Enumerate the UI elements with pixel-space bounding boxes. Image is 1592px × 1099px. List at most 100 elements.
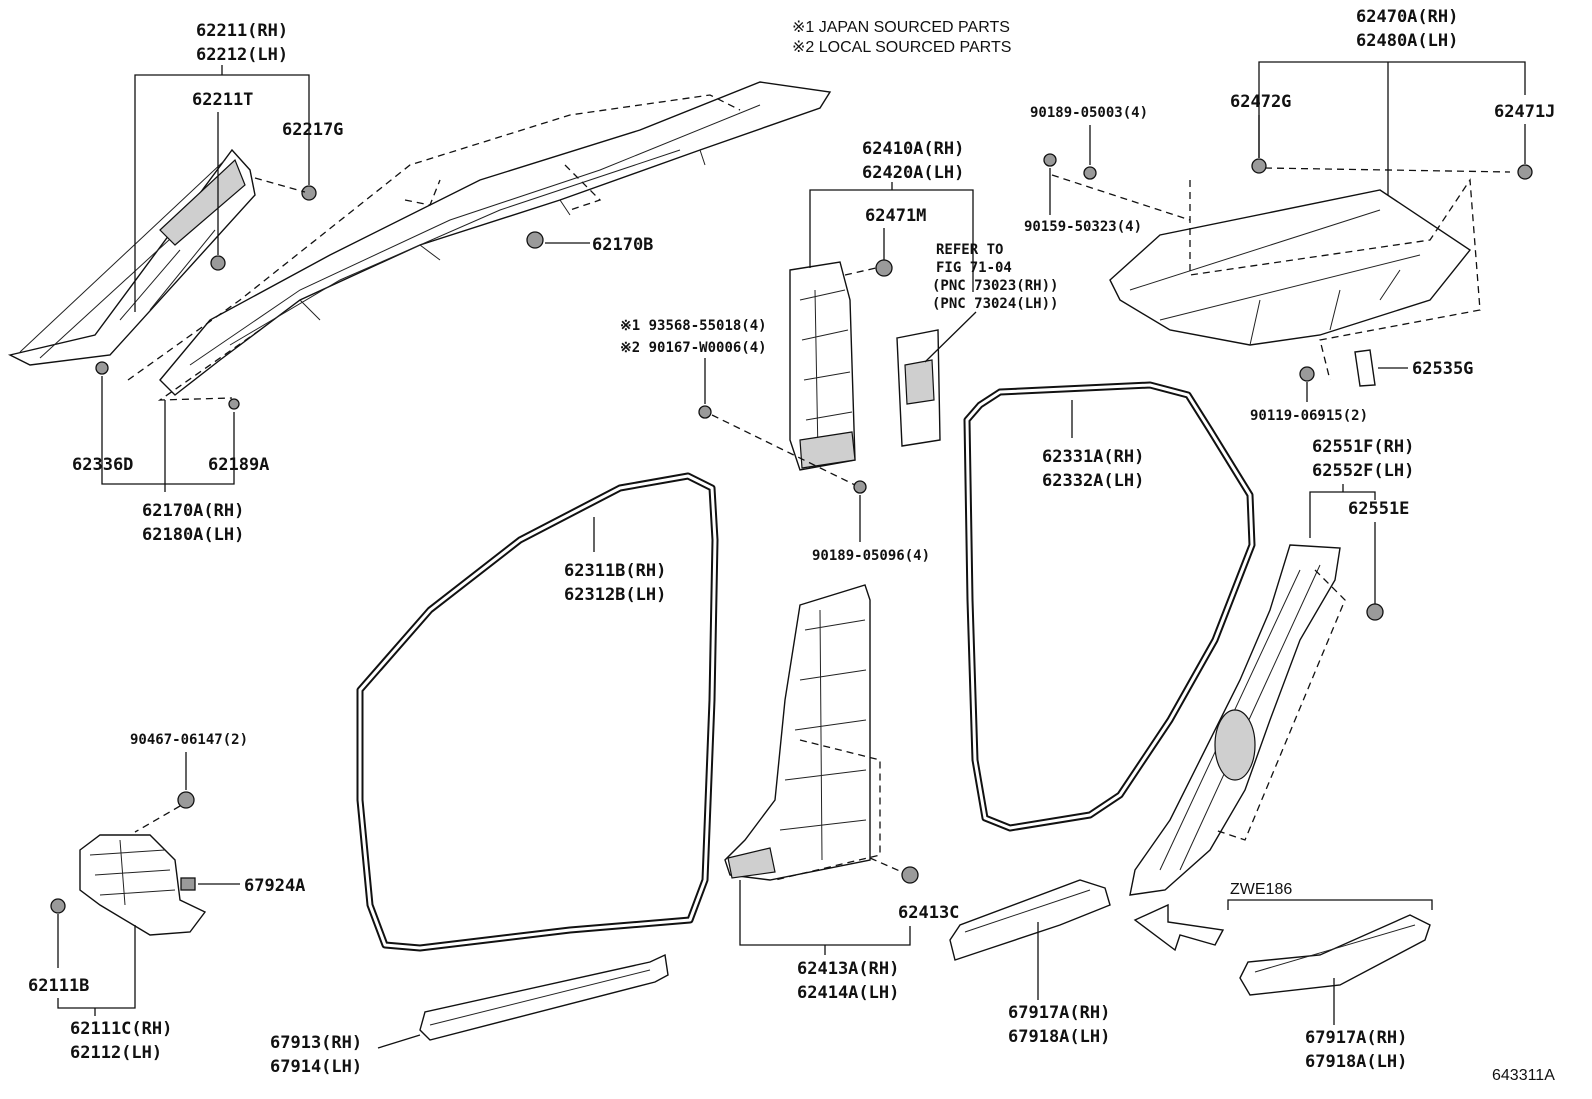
part-label-90119: 90119-06915(2) bbox=[1250, 408, 1368, 424]
refer-pnc-rh-label: (PNC 73023(RH)) bbox=[932, 278, 1058, 294]
part-label-62311b-rh: 62311B(RH) bbox=[564, 561, 666, 581]
part-label-62112-lh: 62112(LH) bbox=[70, 1043, 162, 1063]
center-pillar-upper-garnish[interactable] bbox=[789, 261, 856, 471]
reference-part-73023 bbox=[896, 329, 941, 447]
part-label-62471j: 62471J bbox=[1494, 102, 1555, 122]
rear-door-weatherstrip[interactable] bbox=[963, 381, 1256, 832]
part-label-67917a-rh-1: 67917A(RH) bbox=[1008, 1003, 1110, 1023]
screw-93568[interactable] bbox=[698, 405, 712, 419]
clip-90189-05003[interactable] bbox=[1083, 166, 1097, 180]
leader-line bbox=[924, 311, 977, 363]
clip-90119[interactable] bbox=[1299, 366, 1315, 382]
part-label-62551f-rh: 62551F(RH) bbox=[1312, 437, 1414, 457]
part-label-90167: ※2 90167-W0006(4) bbox=[620, 340, 767, 356]
quarter-trim-panel[interactable] bbox=[1109, 189, 1472, 346]
part-label-62413a-rh: 62413A(RH) bbox=[797, 959, 899, 979]
part-label-62189a: 62189A bbox=[208, 455, 269, 475]
part-label-90467: 90467-06147(2) bbox=[130, 732, 248, 748]
clip-90467[interactable] bbox=[177, 791, 195, 809]
refer-to-label: REFER TO bbox=[936, 242, 1003, 258]
part-label-67918a-lh-1: 67918A(LH) bbox=[1008, 1027, 1110, 1047]
figure-number: 643311A bbox=[1492, 1067, 1555, 1084]
front-door-weatherstrip[interactable] bbox=[356, 472, 719, 952]
part-label-62336d: 62336D bbox=[72, 455, 133, 475]
leader-line bbox=[1309, 484, 1376, 538]
clip-62471m[interactable] bbox=[875, 259, 893, 277]
dash-line bbox=[1214, 569, 1346, 841]
part-label-90159-50323: 90159-50323(4) bbox=[1024, 219, 1142, 235]
clip-62211t[interactable] bbox=[210, 255, 226, 271]
part-label-62551e: 62551E bbox=[1348, 499, 1409, 519]
center-pillar-lower-garnish[interactable] bbox=[724, 584, 871, 881]
part-label-62170a-rh: 62170A(RH) bbox=[142, 501, 244, 521]
leader-line bbox=[1227, 899, 1433, 910]
part-label-90189-05003: 90189-05003(4) bbox=[1030, 105, 1148, 121]
part-label-62111c-rh: 62111C(RH) bbox=[70, 1019, 172, 1039]
dash-line bbox=[254, 177, 306, 193]
clip-62170b[interactable] bbox=[526, 231, 544, 249]
part-label-67914-lh: 67914(LH) bbox=[270, 1057, 362, 1077]
part-label-62472g: 62472G bbox=[1230, 92, 1291, 112]
part-label-62410a-rh: 62410A(RH) bbox=[862, 139, 964, 159]
part-label-62211-rh: 62211(RH) bbox=[196, 21, 288, 41]
part-label-62312b-lh: 62312B(LH) bbox=[564, 585, 666, 605]
clip-62336d[interactable] bbox=[95, 361, 109, 375]
dash-line bbox=[844, 267, 877, 276]
clip-62413c[interactable] bbox=[901, 866, 919, 884]
note-local-sourced: ※2 LOCAL SOURCED PARTS bbox=[792, 39, 1011, 56]
dash-line bbox=[134, 805, 181, 833]
refer-pnc-lh-label: (PNC 73024(LH)) bbox=[932, 296, 1058, 312]
part-label-67918a-lh-2: 67918A(LH) bbox=[1305, 1052, 1407, 1072]
part-label-67924a: 67924A bbox=[244, 876, 305, 896]
cowl-side-trim[interactable] bbox=[79, 834, 207, 936]
leader-line bbox=[57, 925, 136, 1016]
part-label-93568: ※1 93568-55018(4) bbox=[620, 318, 767, 334]
dash-line bbox=[774, 739, 881, 881]
part-label-62111b: 62111B bbox=[28, 976, 89, 996]
part-label-62217g: 62217G bbox=[282, 120, 343, 140]
leader-line bbox=[809, 182, 974, 292]
part-label-62211t: 62211T bbox=[192, 90, 253, 110]
clip-67924a[interactable] bbox=[180, 877, 196, 891]
part-label-62552f-lh: 62552F(LH) bbox=[1312, 461, 1414, 481]
part-label-62470a-rh: 62470A(RH) bbox=[1356, 7, 1458, 27]
dash-line bbox=[1051, 174, 1481, 381]
leader-line bbox=[134, 65, 310, 312]
leader-line bbox=[101, 376, 235, 492]
part-label-62471m: 62471M bbox=[865, 206, 926, 226]
front-scuff-plate[interactable] bbox=[419, 953, 669, 1041]
part-label-62212-lh: 62212(LH) bbox=[196, 45, 288, 65]
clip-90189-05096[interactable] bbox=[853, 480, 867, 494]
part-label-62535g: 62535G bbox=[1412, 359, 1473, 379]
part-label-62332a-lh: 62332A(LH) bbox=[1042, 471, 1144, 491]
part-label-67913-rh: 67913(RH) bbox=[270, 1033, 362, 1053]
refer-fig-label: FIG 71-04 bbox=[936, 260, 1012, 276]
leader-line bbox=[1258, 61, 1526, 195]
dash-line bbox=[869, 857, 903, 873]
front-pillar-garnish[interactable] bbox=[7, 148, 256, 366]
variant-label: ZWE186 bbox=[1230, 881, 1292, 898]
leader-line bbox=[377, 1034, 421, 1049]
rear-scuff-plate[interactable] bbox=[949, 879, 1111, 961]
rear-door-opening-trim[interactable] bbox=[1129, 544, 1341, 896]
clip-62471j[interactable] bbox=[1517, 164, 1533, 180]
variant-scuff-plate[interactable] bbox=[1239, 914, 1431, 996]
clip-62472g[interactable] bbox=[1251, 158, 1267, 174]
part-label-62180a-lh: 62180A(LH) bbox=[142, 525, 244, 545]
part-label-62413c: 62413C bbox=[898, 903, 959, 923]
clip-62217g[interactable] bbox=[301, 185, 317, 201]
leader-line bbox=[739, 880, 911, 946]
part-label-62331a-rh: 62331A(RH) bbox=[1042, 447, 1144, 467]
clip-62189a[interactable] bbox=[228, 398, 240, 410]
part-label-62480a-lh: 62480A(LH) bbox=[1356, 31, 1458, 51]
note-japan-sourced: ※1 JAPAN SOURCED PARTS bbox=[792, 19, 1010, 36]
direction-arrow bbox=[1133, 903, 1225, 952]
screw-90159[interactable] bbox=[1043, 153, 1057, 167]
dash-line bbox=[127, 94, 741, 401]
clip-62551e[interactable] bbox=[1366, 603, 1384, 621]
bracket-62535g[interactable] bbox=[1354, 349, 1376, 387]
dash-line bbox=[711, 414, 856, 486]
clip-62111b[interactable] bbox=[50, 898, 66, 914]
part-label-62414a-lh: 62414A(LH) bbox=[797, 983, 899, 1003]
